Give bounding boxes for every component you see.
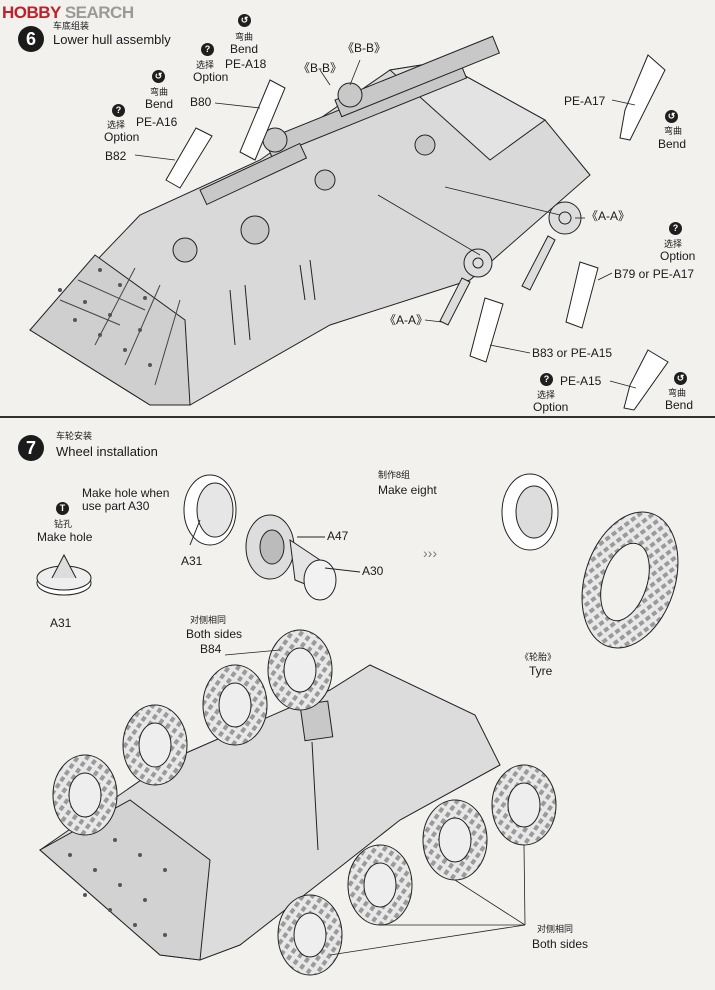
- option-icon: ?: [112, 104, 125, 117]
- step-6-title-zh: 车底组装: [53, 21, 90, 31]
- make-eight-label: Make eight: [378, 483, 437, 497]
- both-sides-label-zh: 对侧相同: [537, 924, 574, 934]
- bend-icon: ↺: [152, 70, 165, 83]
- bend-icon: ↺: [665, 110, 678, 123]
- part-label-b82: B82: [105, 149, 127, 163]
- part-label-a31: A31: [50, 616, 72, 630]
- section-label-b-b: 《B-B》: [298, 61, 343, 75]
- section-label-a-a: 《A-A》: [586, 209, 631, 223]
- part-label-b84: B84: [200, 642, 222, 656]
- pe-a18-part: [239, 79, 286, 161]
- tyre-label-zh: 《轮胎》: [520, 652, 557, 662]
- part-label-b80: B80: [190, 95, 212, 109]
- bend-label-zh: 弯曲: [664, 126, 683, 136]
- b79-part: [565, 261, 599, 329]
- hobby-search-watermark: HOBBY SEARCH: [2, 3, 134, 22]
- bend-label-zh: 弯曲: [235, 32, 254, 42]
- pe-a16-part: [165, 127, 213, 189]
- step-6-number: 6: [18, 26, 44, 52]
- bend-label: Bend: [230, 42, 259, 56]
- both-sides-label: Both sides: [532, 937, 589, 951]
- both-sides-label-zh: 对侧相同: [190, 615, 227, 625]
- part-label-a30: A30: [362, 564, 384, 578]
- drill-label-zh: 钻孔: [54, 519, 73, 529]
- option-icon: ?: [540, 373, 553, 386]
- make-eight-label-zh: 制作8组: [378, 470, 411, 480]
- drill-icon: T: [56, 502, 69, 515]
- step-7-title: Wheel installation: [56, 444, 158, 459]
- part-label-b79-or-pe-a17: B79 or PE-A17: [614, 267, 695, 281]
- section-label-b-b: 《B-B》: [342, 41, 387, 55]
- option-label: Option: [104, 130, 140, 144]
- note-use-part-a30: use part A30: [82, 499, 150, 513]
- bend-label: Bend: [145, 97, 174, 111]
- part-label-b83-or-pe-a15: B83 or PE-A15: [532, 346, 613, 360]
- part-label-a31: A31: [181, 554, 203, 568]
- both-sides-label: Both sides: [186, 627, 243, 641]
- pe-a15-part: [623, 349, 669, 411]
- option-label-zh: 选择: [107, 120, 126, 130]
- option-label: Option: [660, 249, 696, 263]
- bend-icon: ↺: [238, 14, 251, 27]
- tyre-label: Tyre: [529, 664, 553, 678]
- bend-label-zh: 弯曲: [668, 388, 687, 398]
- b83-part: [469, 297, 504, 363]
- option-label-zh: 选择: [537, 390, 556, 400]
- step-7-title-zh: 车轮安装: [56, 431, 93, 441]
- part-label-a47: A47: [327, 529, 349, 543]
- option-label: Option: [533, 400, 569, 414]
- part-label-pe-a15: PE-A15: [560, 374, 602, 388]
- bend-label: Bend: [658, 137, 687, 151]
- svg-text:›››: ›››: [423, 545, 437, 561]
- part-label-pe-a17: PE-A17: [564, 94, 606, 108]
- drill-label: Make hole: [37, 530, 93, 544]
- bend-label-zh: 弯曲: [150, 87, 169, 97]
- bend-icon: ↺: [674, 372, 687, 385]
- step-divider: [0, 416, 715, 418]
- option-label-zh: 选择: [196, 60, 215, 70]
- option-label: Option: [193, 70, 229, 84]
- step-7-number: 7: [18, 435, 44, 461]
- note-make-hole-when: Make hole when: [82, 486, 170, 500]
- option-icon: ?: [201, 43, 214, 56]
- part-label-pe-a18: PE-A18: [225, 57, 267, 71]
- option-label-zh: 选择: [664, 239, 683, 249]
- bend-label: Bend: [665, 398, 694, 412]
- part-label-pe-a16: PE-A16: [136, 115, 178, 129]
- step-6-title: Lower hull assembly: [53, 32, 171, 47]
- pe-a17-part: [619, 54, 666, 141]
- section-label-a-a: 《A-A》: [384, 313, 429, 327]
- option-icon: ?: [669, 222, 682, 235]
